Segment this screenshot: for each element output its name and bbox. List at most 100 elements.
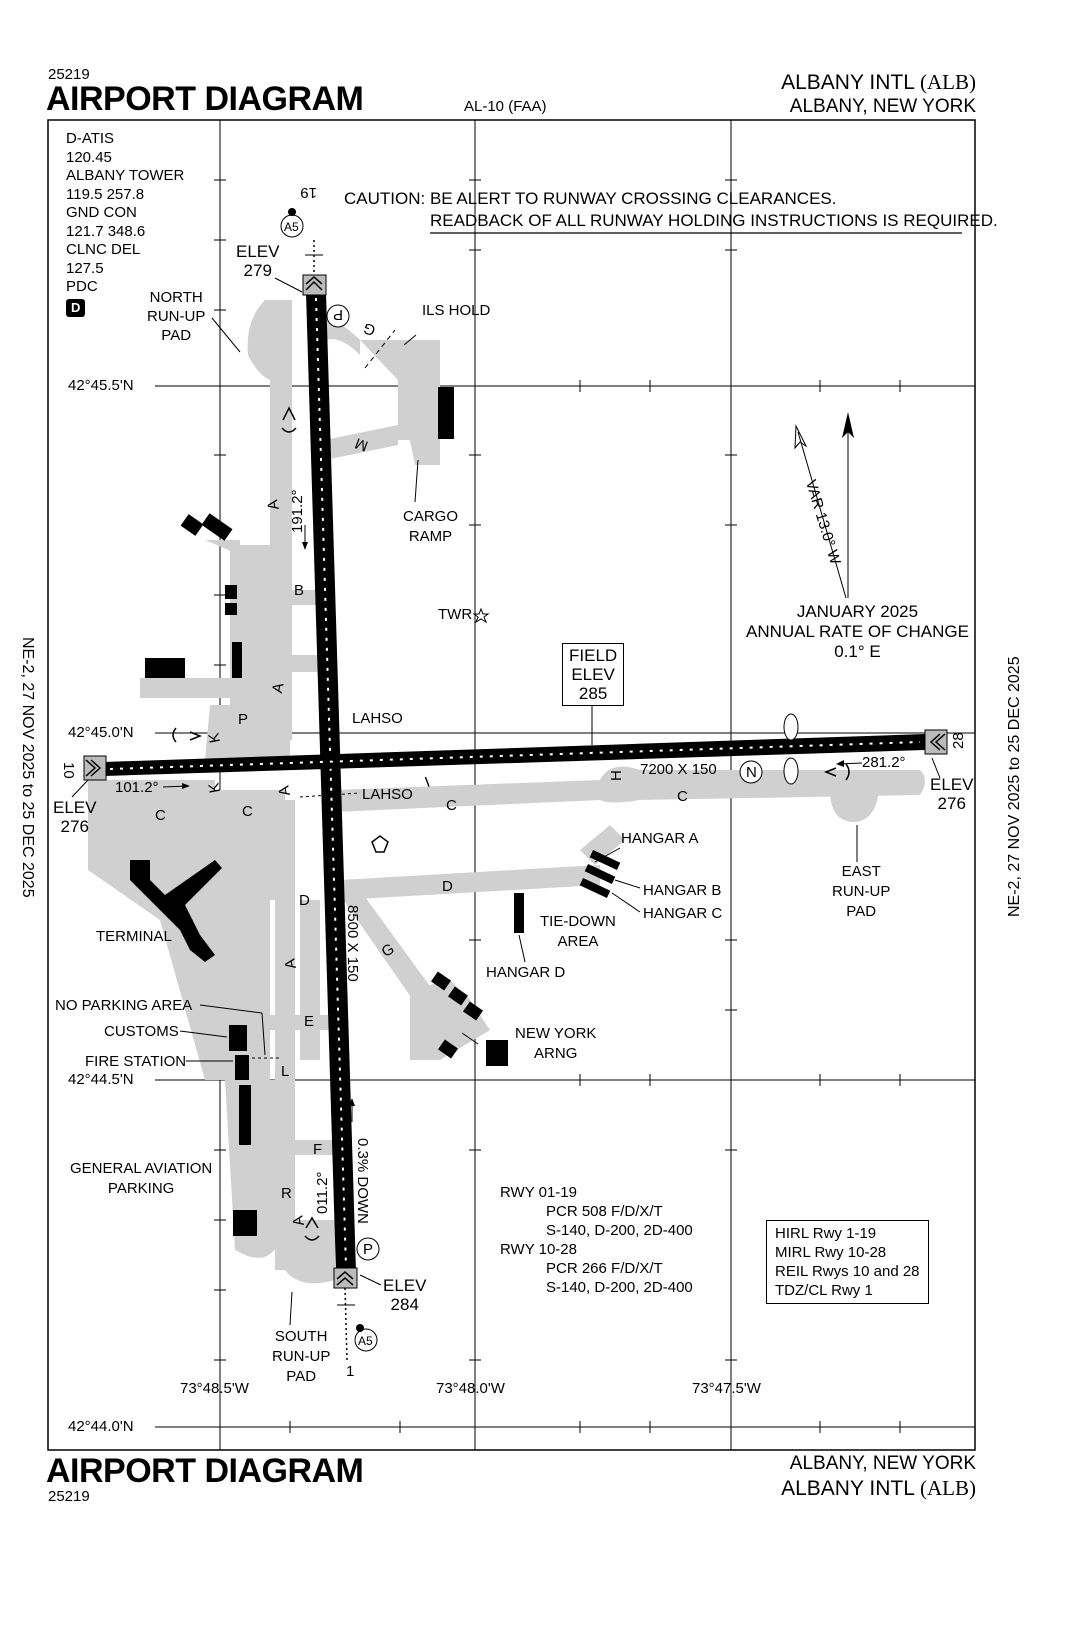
field-elev-line2: ELEV — [571, 665, 615, 684]
rwy10-elev-label: ELEV — [53, 798, 97, 817]
north-runup-line: PAD — [161, 327, 192, 344]
misc-symbols — [71, 208, 962, 1352]
east-runup-line: RUN-UP — [832, 883, 891, 900]
a5-south-label: A5 — [358, 1334, 373, 1348]
taxiway-label: F — [313, 1141, 322, 1158]
north-runup-line: NORTH — [149, 289, 203, 306]
mag-var: VAR 13.0° W — [802, 478, 844, 567]
taxiway-label: A — [269, 682, 287, 695]
chart-id: AL-10 (FAA) — [464, 98, 547, 115]
terminal-building — [130, 860, 222, 962]
footer-city-state: ALBANY, NEW YORK — [789, 1453, 976, 1474]
footer-airport: ALBANY INTL (ALB) — [781, 1476, 976, 1501]
taxiway-label: A — [281, 957, 299, 970]
lahso-label-2: LAHSO — [362, 786, 413, 803]
taxiway-label: A — [264, 498, 282, 511]
rwy10-heading: 101.2° — [115, 779, 159, 796]
east-runup-line: PAD — [846, 903, 877, 920]
rwy19-elev-label: ELEV — [236, 242, 280, 261]
header-airport-name: ALBANY INTL — [781, 71, 915, 94]
ils-hold-line — [364, 329, 396, 369]
rwy19-elev: ELEV 279 — [236, 242, 279, 280]
ga-parking-label: GENERAL AVIATION PARKING — [70, 1159, 212, 1199]
pdc-badge: D — [66, 298, 86, 317]
ny-arng-line: NEW YORK — [515, 1025, 597, 1042]
field-elev-line1: FIELD — [569, 646, 618, 665]
ny-arng-line: ARNG — [534, 1045, 578, 1062]
rwy28-elev: ELEV 276 — [930, 775, 973, 813]
lighting-line: REIL Rwys 10 and 28 — [775, 1263, 920, 1280]
south-runup-pad — [285, 1220, 335, 1284]
fire-station-building — [235, 1055, 249, 1080]
taxiway-label: M — [353, 434, 371, 454]
lighting-arrow-icon-4 — [823, 763, 850, 781]
footer-airport-id: (ALB) — [920, 1476, 976, 1500]
cargo-ramp-line: CARGO — [403, 508, 459, 525]
caution-line-2: READBACK OF ALL RUNWAY HOLDING INSTRUCTI… — [430, 211, 998, 230]
freq-line: ALBANY TOWER — [66, 167, 185, 184]
freq-line: 121.7 348.6 — [66, 222, 146, 240]
header-doc-number: 25219 — [48, 66, 90, 83]
footer-title: AIRPORT DIAGRAM — [46, 1452, 364, 1490]
taxiway-label: I — [423, 774, 433, 791]
pcr-block: RWY 01-19 PCR 508 F/D/X/T S-140, D-200, … — [500, 1183, 693, 1297]
compass-rose-symbol — [371, 835, 389, 853]
footer-airport-name: ALBANY INTL — [781, 1477, 915, 1500]
cargo-building — [438, 387, 454, 439]
rwy1-heading: 011.2° — [314, 1172, 331, 1214]
east-runup-pad — [830, 775, 880, 822]
taxiway-label: C — [155, 807, 166, 824]
customs-building — [229, 1025, 247, 1051]
tiedown-line: TIE-DOWN — [540, 913, 616, 930]
taxiway-label: B — [294, 582, 304, 599]
rwy28-marker-2 — [783, 757, 799, 785]
p-circle-south — [356, 1237, 380, 1261]
rwy28-dims: 7200 X 150 — [640, 761, 717, 778]
pcr-line: S-140, D-200, 2D-400 — [546, 1279, 693, 1296]
east-runup-line: EAST — [841, 863, 881, 880]
rwy28-heading: 281.2° — [862, 754, 906, 771]
freq-line: 127.5 — [66, 259, 104, 277]
rwy28-elev-value: 276 — [937, 794, 966, 813]
north-runup-pad — [247, 300, 300, 740]
pcr-line: RWY 10-28 — [500, 1241, 577, 1258]
runway-1-19 — [302, 240, 358, 1361]
taxiway-label: D — [299, 892, 310, 909]
tiedown-line: AREA — [557, 933, 599, 950]
a5-south-circle — [354, 1328, 378, 1352]
taxiway-label: R — [281, 1185, 292, 1202]
taxiway-label: P — [363, 1241, 373, 1258]
mag-change-value: 0.1° E — [834, 642, 881, 661]
hangar-a — [589, 850, 621, 870]
rwy1-gradient: 0.3% DOWN — [354, 1138, 371, 1224]
taxiway-label: C — [677, 788, 688, 805]
map-frame — [47, 119, 976, 1451]
ils-hold-label: ILS HOLD — [422, 302, 491, 319]
rwy28-number: 28 — [950, 732, 967, 749]
terminal-label: TERMINAL — [96, 928, 172, 945]
header-city-state: ALBANY, NEW YORK — [789, 96, 976, 117]
rwy1-dims: 8500 X 150 — [344, 905, 361, 982]
mag-change-date: JANUARY 2025 — [796, 602, 919, 621]
footer-doc-number: 25219 — [48, 1488, 90, 1505]
rwy1-elev-value: 284 — [390, 1295, 419, 1314]
lat-label-1: 42°45.5'N — [68, 377, 134, 394]
hangar-c — [579, 878, 611, 898]
rwy10-elev-value: 276 — [60, 817, 89, 836]
ga-parking-line: PARKING — [107, 1180, 175, 1197]
lighting-legend: HIRL Rwy 1-19 MIRL Rwy 10-28 REIL Rwys 1… — [766, 1220, 929, 1304]
lat-label-4: 42°44.0'N — [68, 1418, 134, 1435]
tower-star-icon — [472, 607, 490, 624]
freq-line: 120.45 — [66, 148, 112, 166]
lon-label-1: 73°48.5'W — [180, 1380, 249, 1397]
taxiway-label: C — [446, 797, 457, 814]
magnetic-north-line — [797, 431, 847, 599]
lat-label-3: 42°44.5'N — [68, 1071, 134, 1088]
tiedown-label: TIE-DOWN AREA — [540, 912, 616, 952]
pcr-line: PCR 508 F/D/X/T — [546, 1203, 663, 1220]
rwy28-marker-1 — [783, 713, 799, 741]
fire-station-label: FIRE STATION — [85, 1053, 187, 1070]
freq-line: CLNC DEL — [66, 241, 141, 258]
rwy10-number: 10 — [60, 762, 77, 779]
cargo-ramp-label: CARGO RAMP — [403, 507, 458, 547]
